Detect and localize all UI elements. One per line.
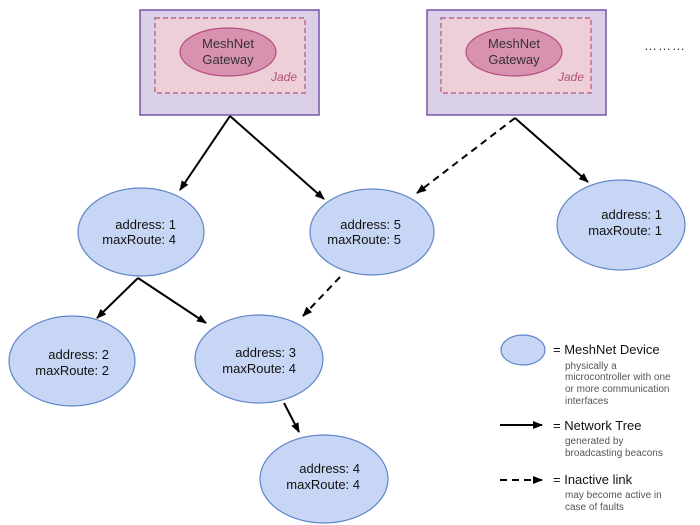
device-address: address: 1 (115, 217, 176, 232)
device-address: address: 2 (48, 347, 109, 362)
device-maxroute: maxRoute: 5 (327, 232, 401, 247)
edge-n3-n4 (283, 402, 300, 433)
device-address: address: 1 (601, 207, 662, 222)
edge-n1-n3 (137, 277, 207, 324)
edge-gw1-n1 (179, 115, 231, 191)
gateway-tag: Jade (270, 70, 297, 84)
edge-n1-n2 (96, 277, 139, 319)
device-node: address: 1 maxRoute: 4 (77, 187, 205, 277)
legend-device-swatch (500, 334, 546, 366)
gateway-label-line2: Gateway (488, 52, 540, 67)
device-maxroute: maxRoute: 2 (35, 363, 109, 378)
device-address: address: 3 (235, 345, 296, 360)
legend-device-desc: or more communication (565, 384, 669, 395)
device-ellipse (8, 315, 136, 407)
gateway-label-line1: MeshNet (202, 36, 254, 51)
legend-device-title: = MeshNet Device (553, 342, 660, 357)
device-node: address: 2 maxRoute: 2 (8, 315, 136, 407)
gateway-ellipse (465, 27, 563, 77)
device-node: address: 3 maxRoute: 4 (194, 314, 324, 404)
device-ellipse (309, 188, 435, 276)
legend-tree-desc: generated by (565, 436, 623, 447)
edge-gw2-n5-inactive (416, 117, 516, 194)
device-maxroute: maxRoute: 1 (588, 223, 662, 238)
device-ellipse (194, 314, 324, 404)
device-node: address: 4 maxRoute: 4 (259, 434, 389, 524)
device-node: address: 5 maxRoute: 5 (309, 188, 435, 276)
legend-inactive-desc: may become active in (565, 490, 662, 501)
legend-inactive-desc: case of faults (565, 502, 624, 513)
device-ellipse (556, 179, 686, 271)
more-gateways-indicator: ……… (644, 38, 686, 53)
gateway-2: MeshNet Gateway Jade (426, 9, 607, 116)
edge-n5-n3-inactive (302, 276, 341, 317)
gateway-tag: Jade (557, 70, 584, 84)
legend-device: = MeshNet Device physically a microcontr… (500, 334, 671, 407)
device-maxroute: maxRoute: 4 (102, 232, 176, 247)
edge-gw1-n5 (229, 115, 325, 200)
legend-tree-title: = Network Tree (553, 418, 642, 433)
gateway-label-line1: MeshNet (488, 36, 540, 51)
device-maxroute: maxRoute: 4 (286, 477, 360, 492)
device-address: address: 5 (340, 217, 401, 232)
device-node: address: 1 maxRoute: 1 (556, 179, 686, 271)
gateway-1: MeshNet Gateway Jade (139, 9, 320, 116)
legend: = MeshNet Device physically a microcontr… (500, 334, 671, 513)
legend-device-desc: microcontroller with one (565, 372, 671, 383)
device-ellipse (77, 187, 205, 277)
device-ellipse (259, 434, 389, 524)
legend-inactive-title: = Inactive link (553, 472, 633, 487)
device-address: address: 4 (299, 461, 360, 476)
legend-device-desc: interfaces (565, 396, 608, 407)
legend-tree-desc: broadcasting beacons (565, 448, 663, 459)
gateway-ellipse (179, 27, 277, 77)
legend-device-desc: physically a (565, 361, 617, 372)
gateway-label-line2: Gateway (202, 52, 254, 67)
edge-gw2-n1b (514, 117, 589, 183)
device-maxroute: maxRoute: 4 (222, 361, 296, 376)
legend-inactive: = Inactive link may become active in cas… (500, 472, 662, 513)
edges (96, 115, 589, 433)
legend-tree: = Network Tree generated by broadcasting… (500, 418, 663, 459)
